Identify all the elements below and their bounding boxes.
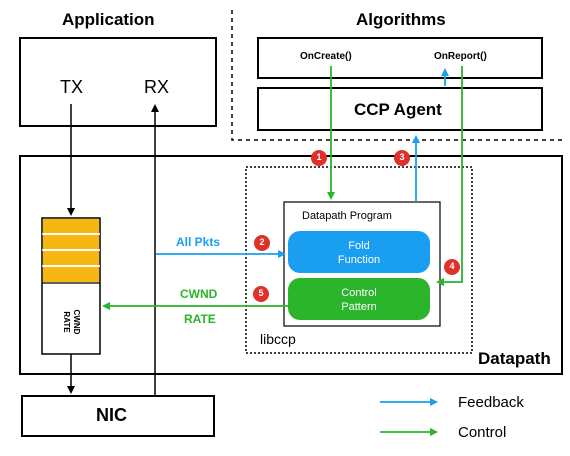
tx-label: TX: [60, 77, 84, 97]
control-pattern-box: [288, 278, 430, 320]
control-pattern-line-2: Pattern: [341, 301, 377, 313]
ccp-agent-label: CCP Agent: [354, 100, 442, 119]
datapath-program-title: Datapath Program: [302, 210, 392, 222]
nic-box: [21, 395, 215, 437]
queue-slot-1: [43, 219, 99, 233]
libccp-label: libccp: [260, 331, 296, 347]
step-badge-4: [444, 259, 460, 275]
control-pattern-label: Control Pattern: [288, 286, 430, 314]
step-number-1: 1: [316, 152, 322, 162]
application-box: [19, 37, 217, 127]
queue-label-rate: RATE: [62, 311, 71, 333]
legend-feedback-label: Feedback: [458, 394, 524, 411]
algorithms-separator: [231, 10, 565, 141]
step-number-4: 4: [449, 261, 455, 271]
cwnd-label: CWND: [180, 287, 218, 301]
on-create-label: OnCreate(): [300, 51, 352, 62]
queue-label: CWND RATE: [61, 292, 81, 352]
on-report-label: OnReport(): [434, 51, 487, 62]
step-number-3: 3: [399, 152, 405, 162]
all-pkts-label: All Pkts: [176, 235, 221, 249]
step-badge-2: [254, 235, 270, 251]
queue-label-cwnd: CWND: [72, 309, 81, 335]
step-badge-5: [253, 286, 269, 302]
queue-slot-2: [43, 235, 99, 249]
rate-label: RATE: [184, 312, 216, 326]
control-pattern-line-1: Control: [341, 287, 377, 299]
application-title: Application: [62, 10, 155, 29]
step-number-5: 5: [258, 288, 264, 298]
fold-function-line-2: Function: [337, 254, 381, 266]
step-badge-1: [311, 150, 327, 166]
fold-function-label: Fold Function: [288, 239, 430, 267]
queue-slot-3: [43, 251, 99, 265]
fold-function-box: [288, 231, 430, 273]
rx-label: RX: [144, 77, 170, 97]
fold-function-line-1: Fold: [348, 240, 370, 252]
step-badge-3: [394, 150, 410, 166]
step-number-2: 2: [259, 237, 265, 247]
datapath-title: Datapath: [478, 349, 551, 368]
algorithms-title: Algorithms: [356, 10, 446, 29]
legend-control-label: Control: [458, 424, 507, 441]
queue-slot-4: [43, 267, 99, 282]
ccp-agent-box: [257, 87, 543, 131]
libccp-box: [245, 166, 473, 354]
algorithms-box: [257, 37, 543, 79]
update-arrow: [436, 66, 463, 286]
nic-label: NIC: [96, 405, 127, 425]
